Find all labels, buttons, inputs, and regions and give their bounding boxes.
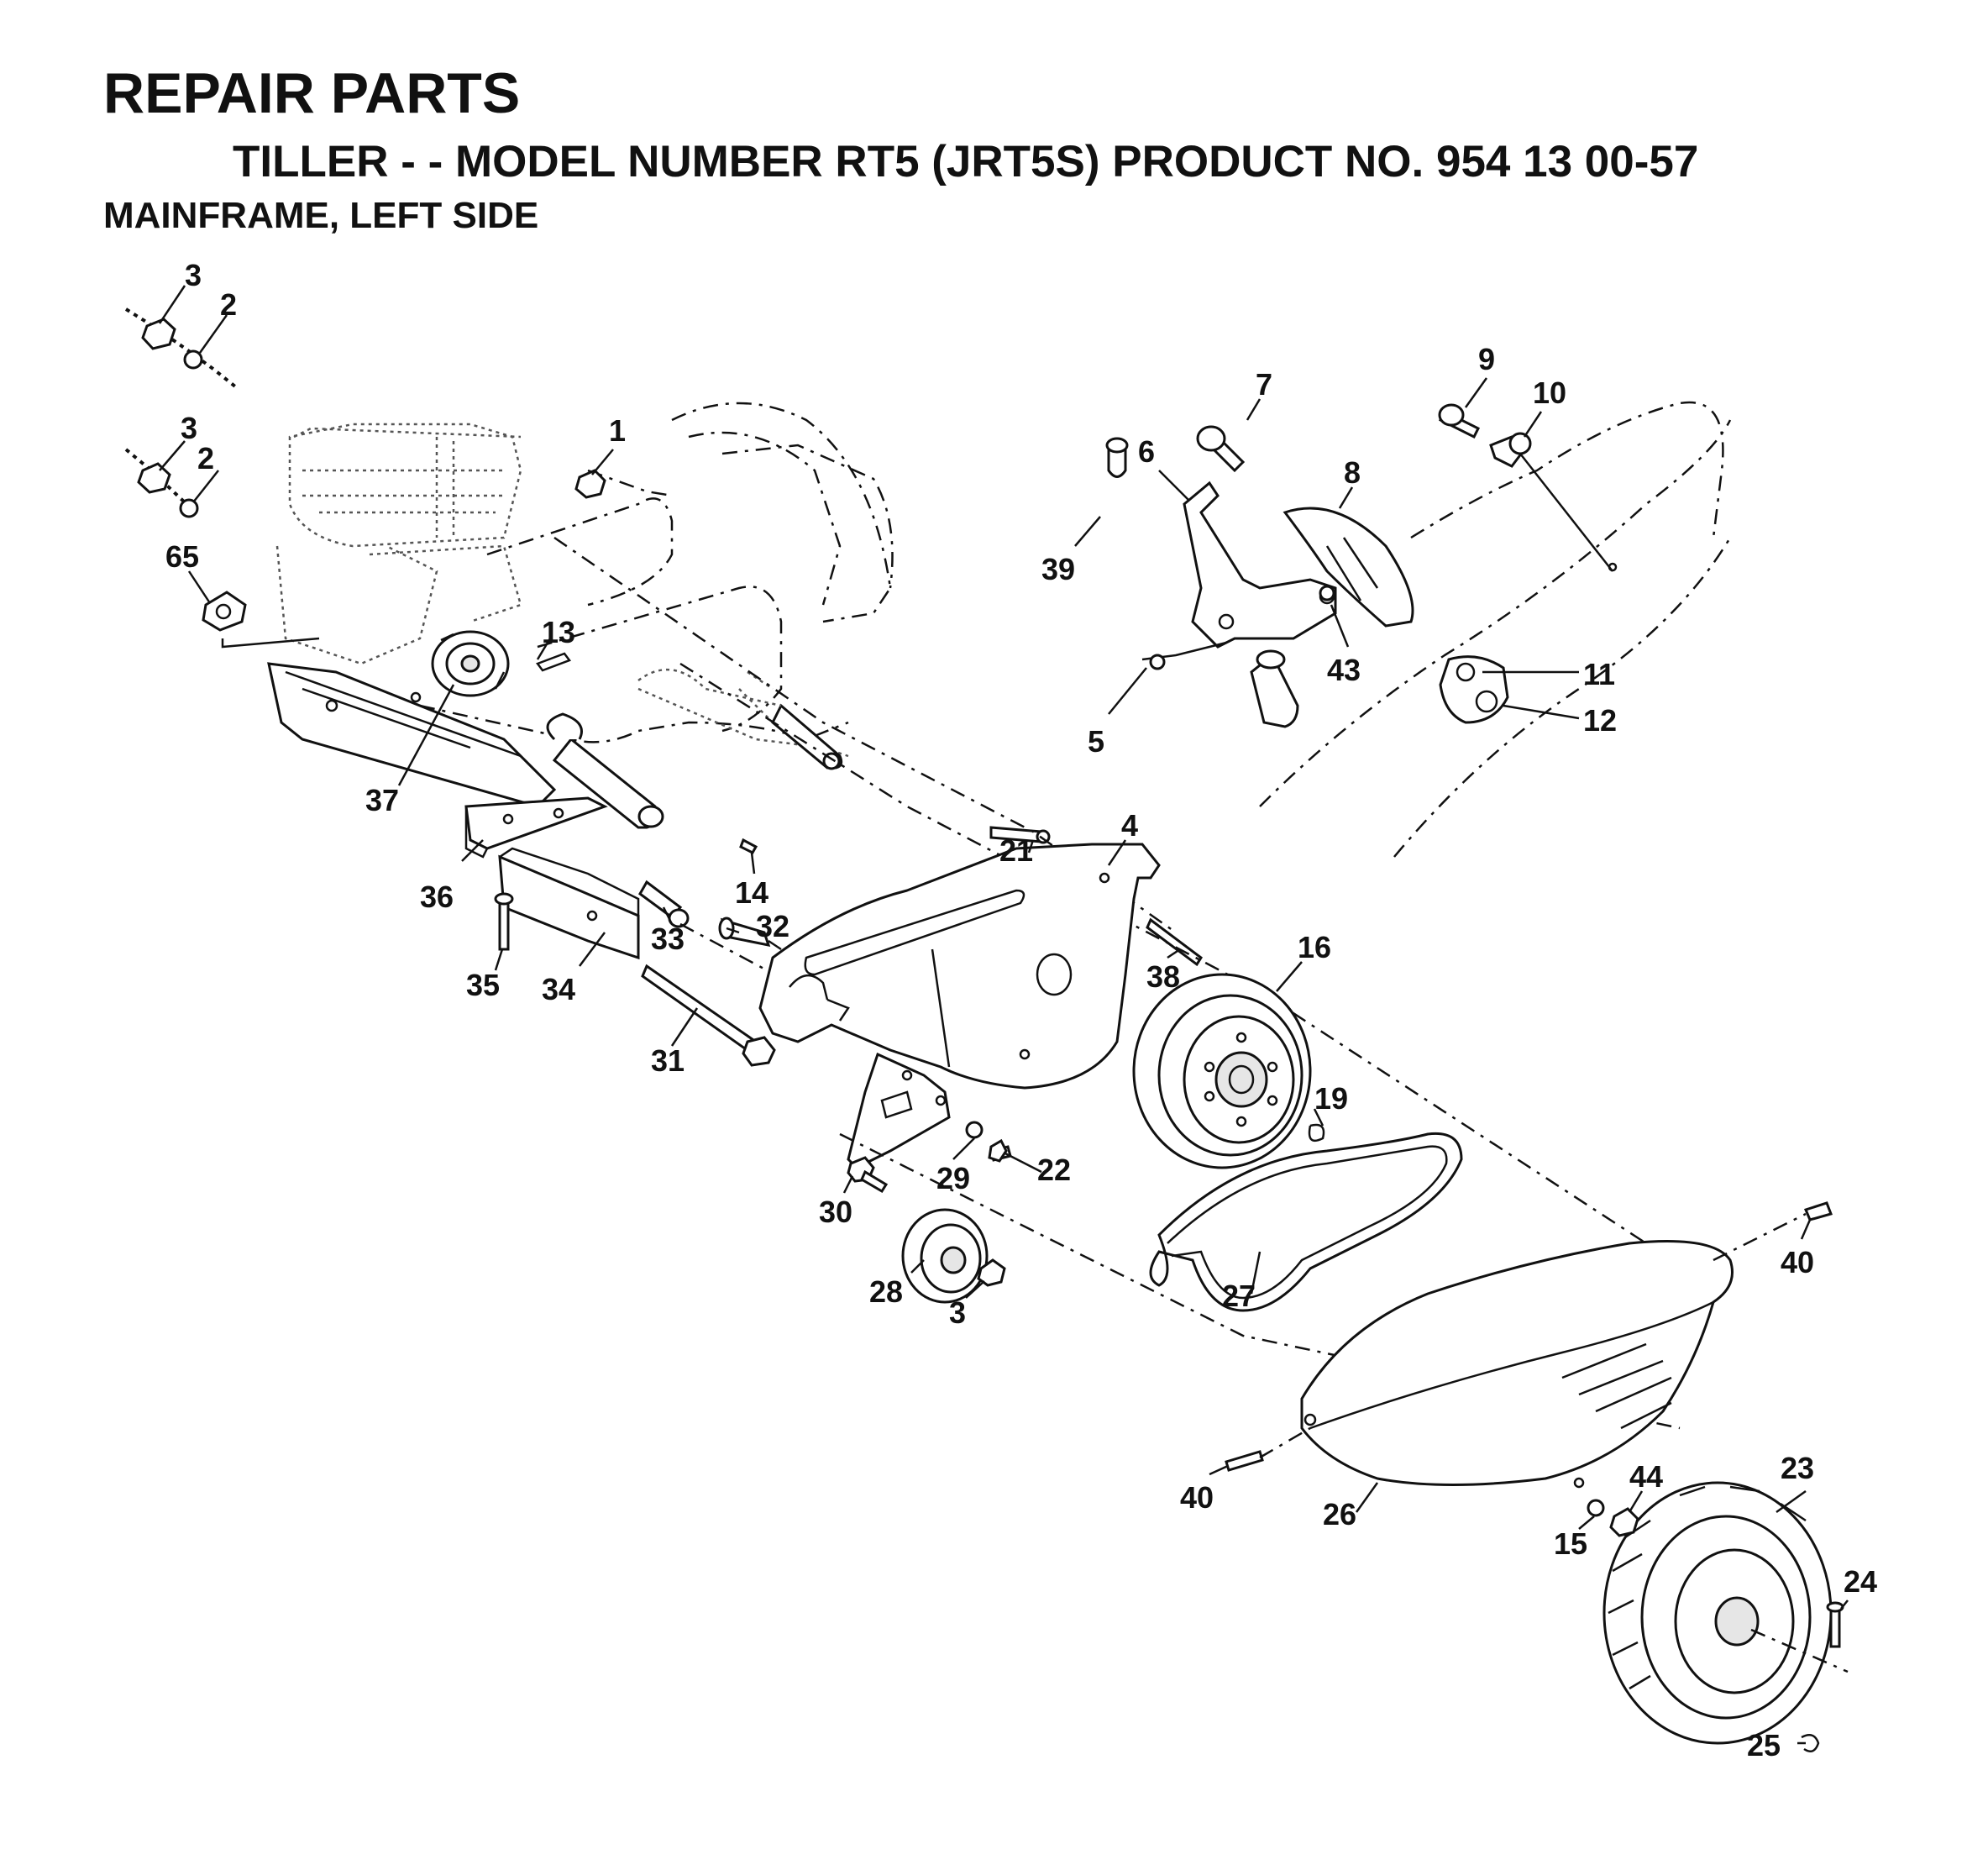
- engine-pulley: [431, 630, 510, 697]
- large-pulley: [1132, 973, 1325, 1169]
- callout-24: 24: [1844, 1564, 1877, 1599]
- callout-33: 33: [651, 922, 685, 956]
- callout-40: 40: [1781, 1245, 1814, 1279]
- callout-30: 30: [819, 1195, 852, 1229]
- callout-13: 13: [542, 615, 575, 649]
- idler-assembly: [839, 1052, 1681, 1430]
- callout-14: 14: [735, 875, 768, 910]
- upper-right-linkage: [1105, 401, 1732, 858]
- model-subtitle: TILLER - - MODEL NUMBER RT5 (JRT5S) PROD…: [233, 137, 1699, 186]
- callout-3: 3: [949, 1295, 966, 1330]
- page-title: REPAIR PARTS: [103, 61, 521, 125]
- callout-44: 44: [1629, 1459, 1663, 1494]
- callout-21: 21: [999, 833, 1033, 868]
- callout-11: 11: [1583, 657, 1615, 691]
- callout-28: 28: [869, 1274, 903, 1309]
- callout-3: 3: [185, 258, 202, 292]
- callout-37: 37: [365, 783, 399, 817]
- callout-34: 34: [542, 972, 575, 1006]
- callout-19: 19: [1314, 1081, 1348, 1116]
- callout-40: 40: [1180, 1480, 1214, 1515]
- callout-36: 36: [420, 880, 454, 914]
- callout-leaders: [158, 285, 1849, 1745]
- callout-3: 3: [181, 411, 197, 445]
- callout-1: 1: [609, 413, 626, 448]
- callout-12: 12: [1583, 703, 1617, 738]
- wheel-assembly: [1587, 1481, 1849, 1753]
- callout-16: 16: [1298, 930, 1331, 964]
- left-side-plate: [758, 843, 1161, 1090]
- callout-9: 9: [1478, 342, 1495, 376]
- section-heading: MAINFRAME, LEFT SIDE: [103, 195, 539, 236]
- axle-tube: [546, 668, 849, 829]
- callout-29: 29: [936, 1161, 970, 1195]
- callout-22: 22: [1037, 1153, 1071, 1187]
- drive-belt: [1149, 1132, 1463, 1312]
- mainframe-left: [267, 402, 894, 808]
- callout-5: 5: [1088, 724, 1104, 759]
- callout-6: 6: [1138, 434, 1155, 469]
- callout-7: 7: [1256, 367, 1272, 402]
- callout-8: 8: [1344, 455, 1361, 490]
- callout-35: 35: [466, 968, 500, 1002]
- callout-2: 2: [220, 287, 237, 322]
- callout-27: 27: [1222, 1279, 1256, 1313]
- callout-38: 38: [1146, 959, 1180, 994]
- belt-guard: [1225, 1201, 1833, 1489]
- hardware-upper-left: [124, 307, 606, 672]
- callout-23: 23: [1781, 1451, 1814, 1485]
- callout-labels: 3 2 3 2 65 1 13 37 36 35 34 33 32 14 31 …: [165, 258, 1877, 1762]
- rear-bracket-assembly: [464, 796, 690, 960]
- callout-4: 4: [1121, 808, 1138, 843]
- callout-31: 31: [651, 1043, 685, 1078]
- callout-2: 2: [197, 441, 214, 475]
- callout-39: 39: [1041, 552, 1075, 586]
- callout-32: 32: [756, 909, 789, 943]
- callout-15: 15: [1554, 1526, 1587, 1561]
- callout-10: 10: [1533, 376, 1566, 410]
- callout-65: 65: [165, 539, 199, 574]
- engine-illustration: [275, 423, 522, 665]
- callout-26: 26: [1323, 1497, 1356, 1531]
- callout-25: 25: [1747, 1728, 1781, 1762]
- callout-43: 43: [1327, 653, 1361, 687]
- fasteners-middle: [553, 536, 1647, 1245]
